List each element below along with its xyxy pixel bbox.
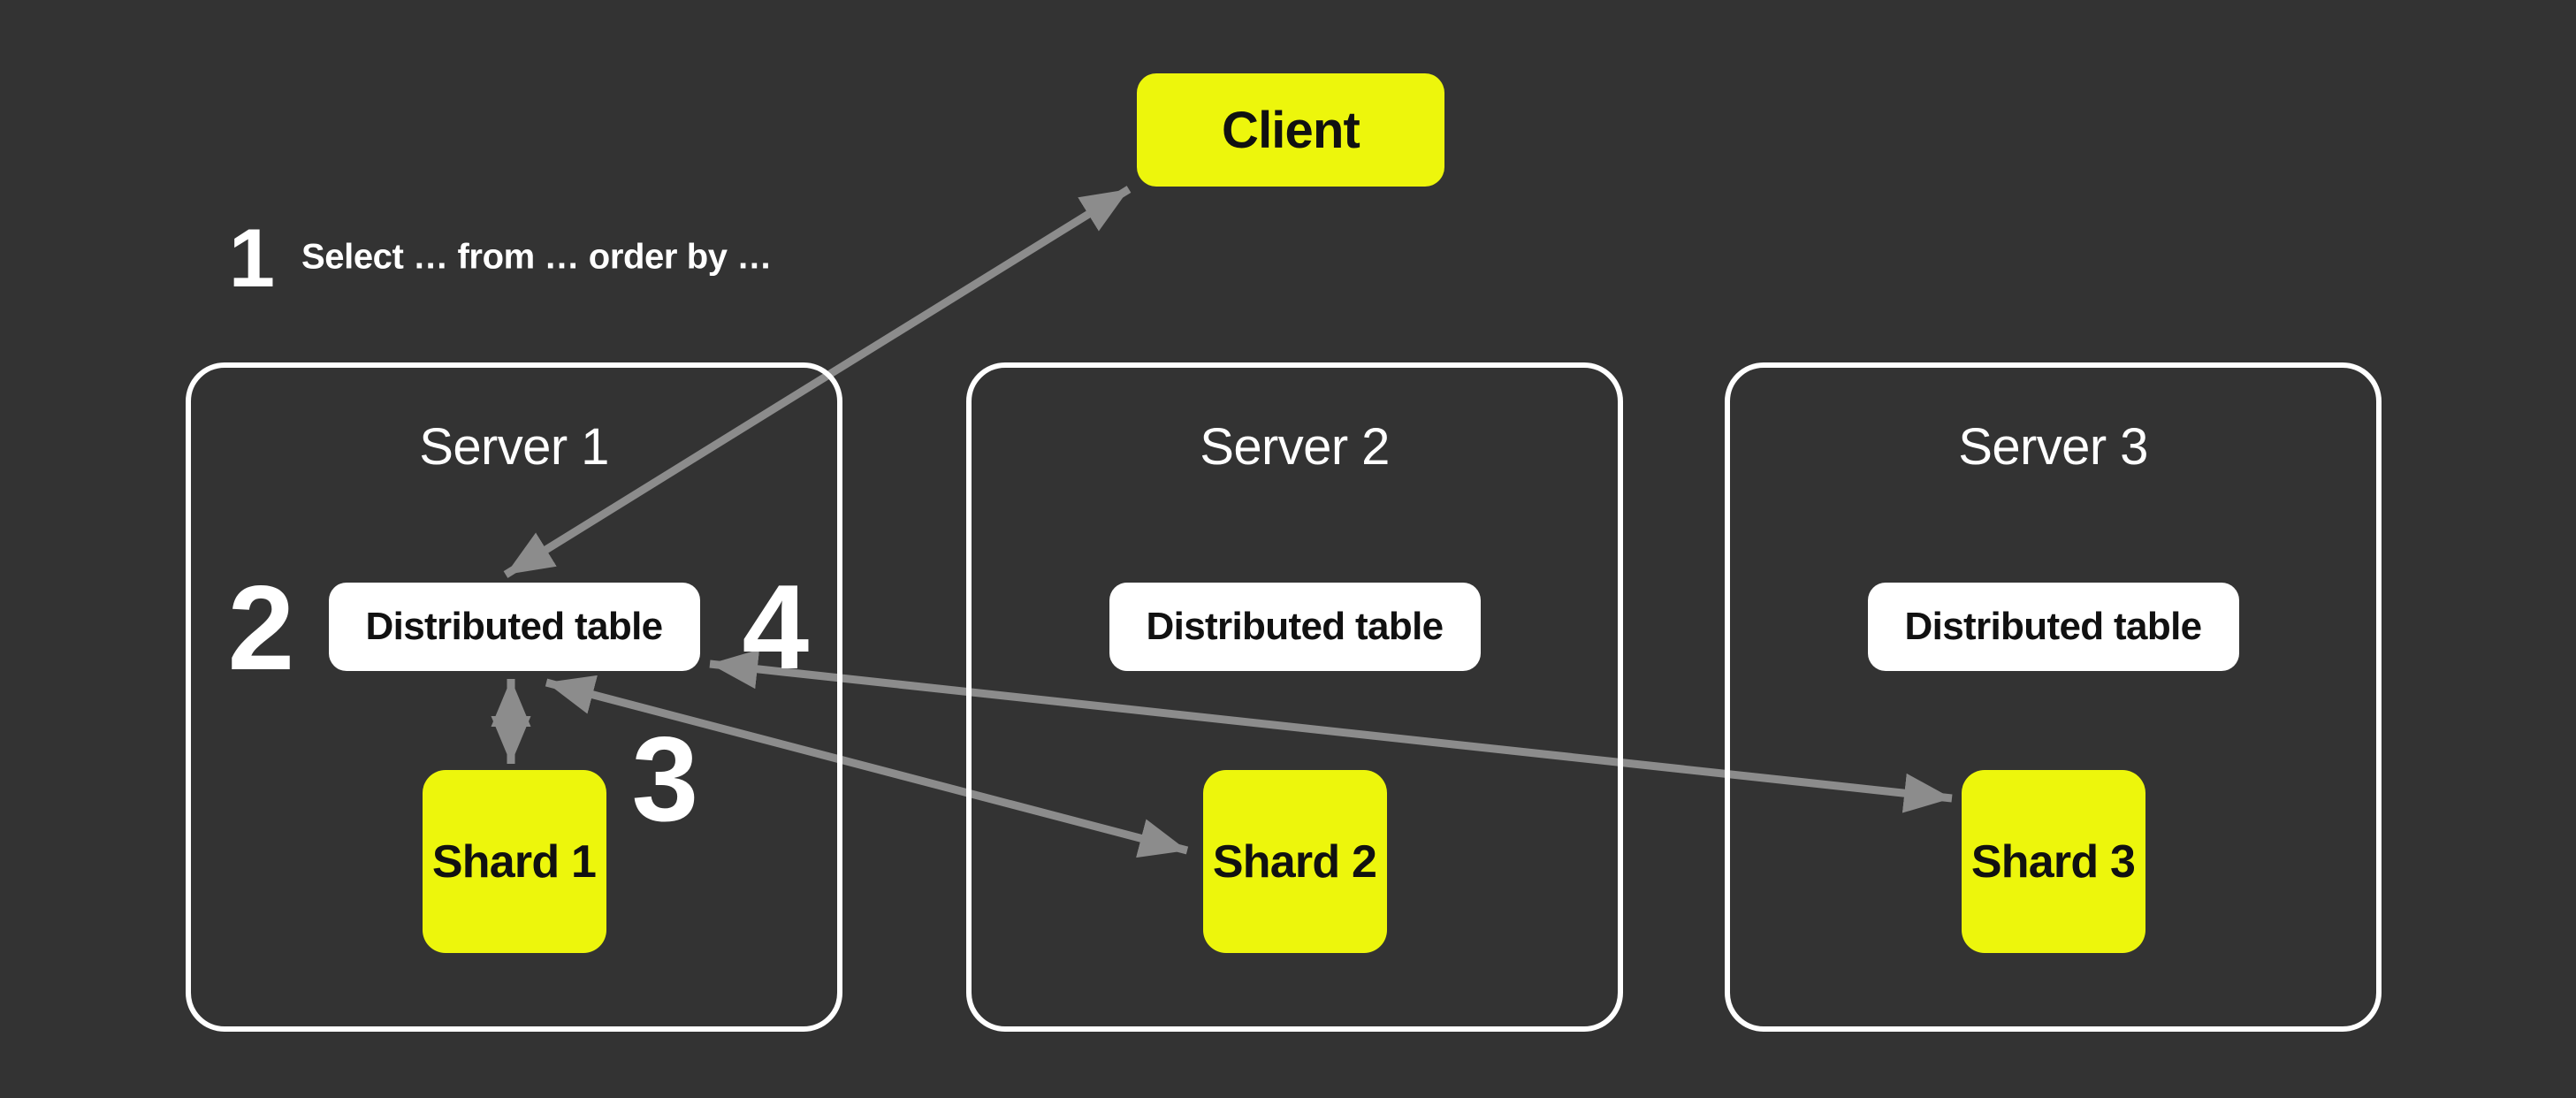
server-3-box: Server 3 Distributed table Shard 3: [1725, 362, 2382, 1032]
shard-3-box: Shard 3: [1961, 770, 2145, 953]
client-box: Client: [1137, 73, 1444, 187]
distributed-table-3-box: Distributed table: [1867, 583, 2239, 671]
step-2-number: 2: [227, 560, 295, 695]
distributed-table-3-label: Distributed table: [1904, 605, 2203, 648]
arrow-distributed-table-1-shard-3: [709, 649, 1953, 813]
server-3-title: Server 3: [1958, 418, 2148, 476]
distributed-table-1-box: Distributed table: [328, 583, 700, 671]
server-1-title: Server 1: [419, 418, 609, 476]
distributed-table-2-box: Distributed table: [1109, 583, 1481, 671]
shard-3-label: Shard 3: [1970, 835, 2136, 888]
shard-2-box: Shard 2: [1202, 770, 1387, 953]
distributed-table-1-label: Distributed table: [365, 605, 664, 648]
step-4-number: 4: [742, 560, 810, 694]
shard-1-label: Shard 1: [431, 835, 597, 888]
query-text: Select … from … order by …: [301, 237, 772, 277]
server-2-box: Server 2 Distributed table Shard 2: [966, 362, 1623, 1032]
step-1-number: 1: [228, 211, 275, 304]
step-3-number: 3: [631, 712, 699, 846]
server-2-title: Server 2: [1200, 418, 1390, 476]
shard-1-box: Shard 1: [422, 770, 606, 953]
distributed-table-2-label: Distributed table: [1146, 605, 1444, 648]
client-label: Client: [1222, 101, 1360, 159]
shard-2-label: Shard 2: [1212, 835, 1377, 888]
server-1-box: Server 1 Distributed table Shard 1: [186, 362, 842, 1032]
